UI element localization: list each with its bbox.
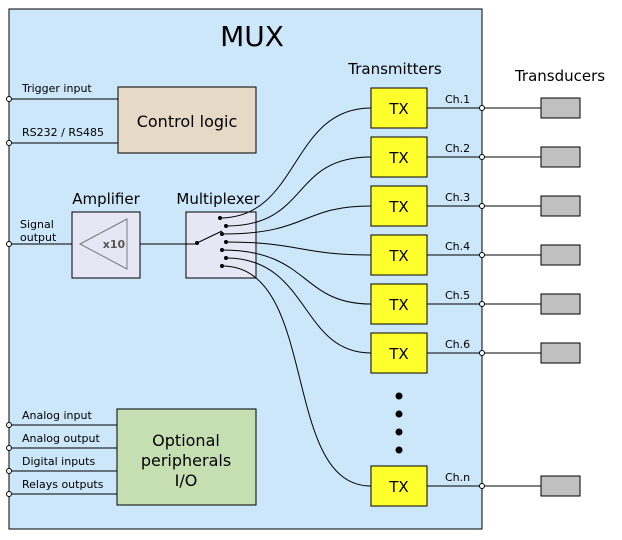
tx-block-ch5: TX (370, 283, 428, 325)
rs232-label: RS232 / RS485 (22, 126, 104, 139)
mux-switch-arm (196, 230, 223, 244)
channel-label-4: Ch.4 (445, 240, 470, 253)
peripherals-block (116, 408, 257, 506)
amplifier-triangle-icon (78, 218, 128, 270)
amplifier-header: Amplifier (72, 190, 140, 208)
transmitters-header: Transmitters (347, 60, 442, 78)
relays-outputs-label: Relays outputs (22, 478, 104, 491)
signal-label: Signal (20, 218, 54, 231)
tx-block-ch1: TX (370, 87, 428, 129)
channel-label-5: Ch.5 (445, 289, 470, 302)
amplifier-block (71, 211, 141, 279)
tx-block-ch6: TX (370, 332, 428, 374)
transducer-4 (540, 244, 581, 266)
tx-label: TX (388, 100, 408, 118)
multiplexer-header: Multiplexer (176, 190, 260, 208)
tx-label: TX (388, 149, 408, 167)
tx-label: TX (388, 296, 408, 314)
tx-label: TX (388, 198, 408, 216)
transducer-n (540, 475, 581, 497)
tx-block-chn: TX (370, 465, 428, 507)
trigger-input-label: Trigger input (21, 82, 92, 95)
peripherals-label-line3: I/O (175, 471, 198, 490)
tx-label: TX (388, 345, 408, 363)
transducer-2 (540, 146, 581, 168)
left-port-terminals (6, 96, 12, 497)
multiplexer-block (185, 211, 257, 279)
amplifier-gain-label: x10 (103, 238, 126, 251)
analog-output-label: Analog output (22, 432, 100, 445)
channel-label-1: Ch.1 (445, 93, 470, 106)
tx-label: TX (388, 478, 408, 496)
mux-title: MUX (220, 20, 284, 53)
channel-label-6: Ch.6 (445, 338, 470, 351)
transducer-3 (540, 195, 581, 217)
channel-label-2: Ch.2 (445, 142, 470, 155)
analog-input-label: Analog input (22, 409, 92, 422)
channel-label-n: Ch.n (445, 471, 470, 484)
control-logic-block (117, 86, 257, 154)
transducers-header: Transducers (514, 67, 605, 85)
transducer-5 (540, 293, 581, 315)
transducer-6 (540, 342, 581, 364)
mux-to-tx-wires (219, 107, 372, 487)
tx-block-ch4: TX (370, 234, 428, 276)
signal-output-label: output (20, 231, 57, 244)
tx-label: TX (388, 247, 408, 265)
peripherals-label-line1: Optional (152, 431, 220, 450)
right-port-terminals (479, 105, 485, 489)
left-io-lines (12, 98, 118, 495)
transducers (540, 97, 581, 497)
tx-block-ch3: TX (370, 185, 428, 227)
control-logic-label: Control logic (137, 112, 238, 131)
tx-block-ch2: TX (370, 136, 428, 178)
digital-inputs-label: Digital inputs (22, 455, 95, 468)
ellipsis-dots (395, 392, 403, 454)
peripherals-label-line2: peripherals (141, 451, 231, 470)
channel-label-3: Ch.3 (445, 191, 470, 204)
transducer-1 (540, 97, 581, 119)
